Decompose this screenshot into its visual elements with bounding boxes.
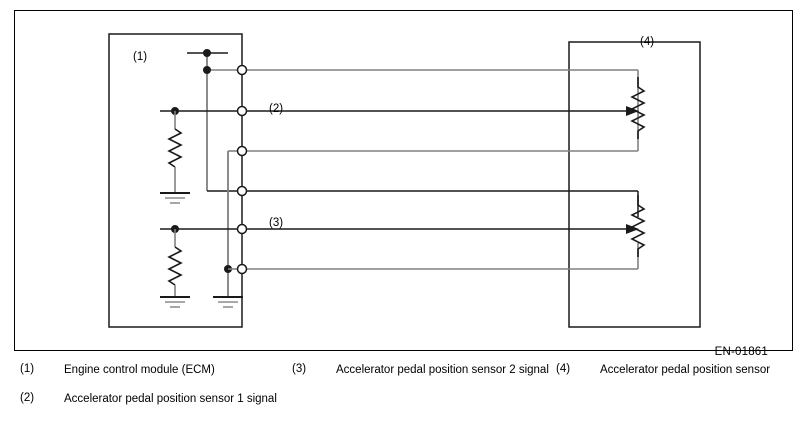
ecm-ground-symbol-2: [213, 296, 243, 308]
legend-item-text: Accelerator pedal position sensor 2 sign…: [336, 364, 549, 376]
connector-pin-sensor1-supply: [236, 64, 248, 76]
callout-label-2: (2): [269, 103, 284, 115]
legend-item: (3) Accelerator pedal position sensor 2 …: [292, 363, 554, 378]
legend-column-3: (4) Accelerator pedal position sensor: [556, 363, 806, 392]
diagram-frame: (1) (2) (3) (4) EN-01861: [14, 10, 793, 358]
potentiometer-1: [630, 77, 646, 139]
connector-pin-sensor2-signal: [236, 223, 248, 235]
legend-item: (4) Accelerator pedal position sensor: [556, 363, 806, 378]
pot2-wiper-arrow: [626, 224, 639, 234]
ecm-pullup-resistor-2: [167, 229, 183, 297]
connector-pin-sensor2-ground: [236, 263, 248, 275]
legend-item-number: (3): [292, 363, 307, 375]
legend-item-number: (4): [556, 363, 571, 375]
sensor-box: [568, 41, 701, 328]
ecm-pullup-resistor-1: [167, 111, 183, 193]
figure-code-label: EN-01861: [714, 346, 768, 358]
sensor1-ground-wire: [242, 145, 639, 152]
ecm-ground-symbol-1: [160, 192, 190, 204]
pot1-wiper-arrow: [626, 106, 639, 116]
legend-item-text: Accelerator pedal position sensor: [600, 364, 771, 376]
sensor2-signal-wire: [242, 224, 639, 234]
connector-pin-sensor2-supply: [236, 185, 248, 197]
legend-item-number: (2): [20, 392, 35, 404]
callout-label-1: (1): [133, 51, 148, 63]
callout-label-4: (4): [640, 36, 655, 48]
legend-item: (2) Accelerator pedal position sensor 1 …: [20, 392, 290, 407]
ecm-ground-symbol-3: [160, 296, 190, 308]
legend-item: (1) Engine control module (ECM): [20, 363, 290, 378]
callout-label-3: (3): [269, 217, 284, 229]
legend-item-text: Engine control module (ECM): [64, 364, 215, 376]
connector-pin-sensor1-signal: [236, 105, 248, 117]
legend-column-1: (1) Engine control module (ECM) (2) Acce…: [20, 363, 290, 421]
junction-dot-supply-stub: [203, 49, 211, 57]
legend-item-text: Accelerator pedal position sensor 1 sign…: [64, 393, 277, 405]
potentiometer-2: [630, 195, 646, 257]
junction-dot-supply-pin1: [203, 66, 211, 74]
sensor1-supply-wire: [242, 69, 639, 145]
connector-pin-sensor1-ground: [236, 145, 248, 157]
circuit-schematic: [108, 33, 701, 328]
sensor1-signal-wire: [242, 106, 639, 116]
legend-item-number: (1): [20, 363, 35, 375]
figure-legend: (1) Engine control module (ECM) (2) Acce…: [14, 363, 793, 443]
legend-column-2: (3) Accelerator pedal position sensor 2 …: [292, 363, 554, 392]
ecm-box: [108, 33, 243, 328]
sensor2-supply-wire: [242, 190, 639, 217]
